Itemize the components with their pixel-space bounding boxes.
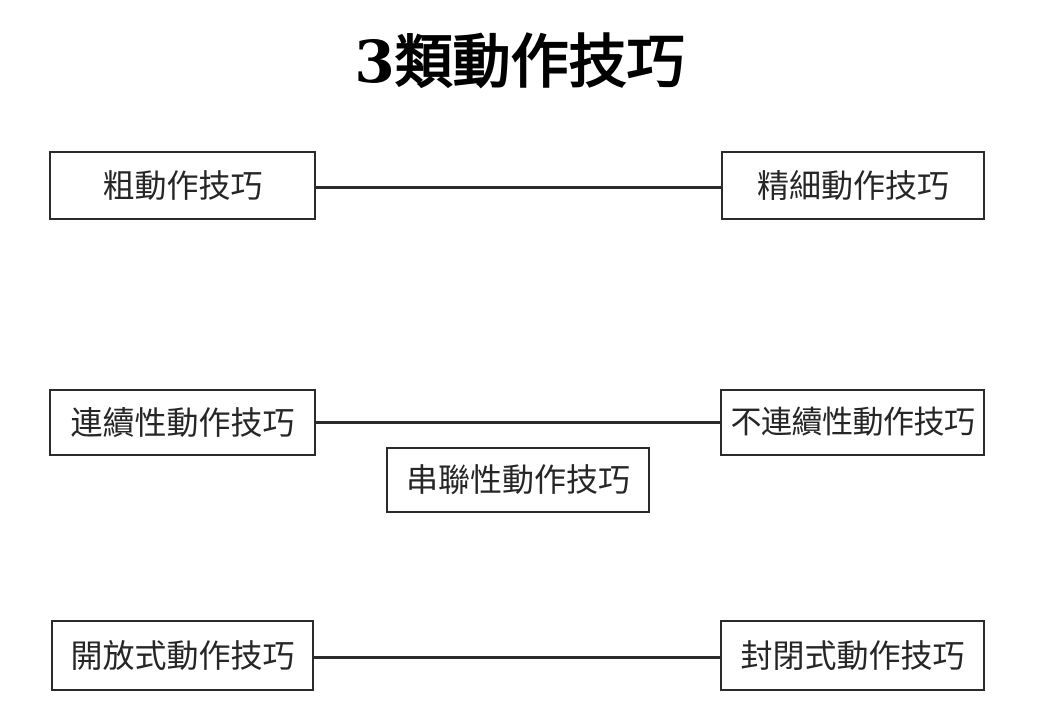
- node-discrete-motor-skills: 不連續性動作技巧: [720, 389, 985, 456]
- node-label-discrete-motor-skills: 不連續性動作技巧: [730, 404, 976, 441]
- node-label-fine-motor-skills: 精細動作技巧: [756, 166, 949, 205]
- connector-line-row-2: [314, 421, 722, 424]
- node-open-motor-skills: 開放式動作技巧: [51, 620, 314, 691]
- node-label-closed-motor-skills: 封閉式動作技巧: [740, 636, 965, 675]
- node-label-continuous-motor-skills: 連續性動作技巧: [70, 403, 295, 442]
- node-continuous-motor-skills: 連續性動作技巧: [49, 389, 316, 456]
- connector-line-row-3: [312, 656, 722, 659]
- node-label-serial-motor-skills: 串聯性動作技巧: [405, 461, 630, 499]
- node-fine-motor-skills: 精細動作技巧: [721, 151, 985, 220]
- node-closed-motor-skills: 封閉式動作技巧: [720, 620, 985, 691]
- node-label-open-motor-skills: 開放式動作技巧: [70, 636, 295, 675]
- node-gross-motor-skills: 粗動作技巧: [49, 151, 316, 220]
- node-label-gross-motor-skills: 粗動作技巧: [102, 166, 263, 205]
- node-serial-motor-skills: 串聯性動作技巧: [386, 447, 650, 513]
- page-title: 3類動作技巧: [354, 28, 685, 96]
- connector-line-row-1: [314, 186, 723, 189]
